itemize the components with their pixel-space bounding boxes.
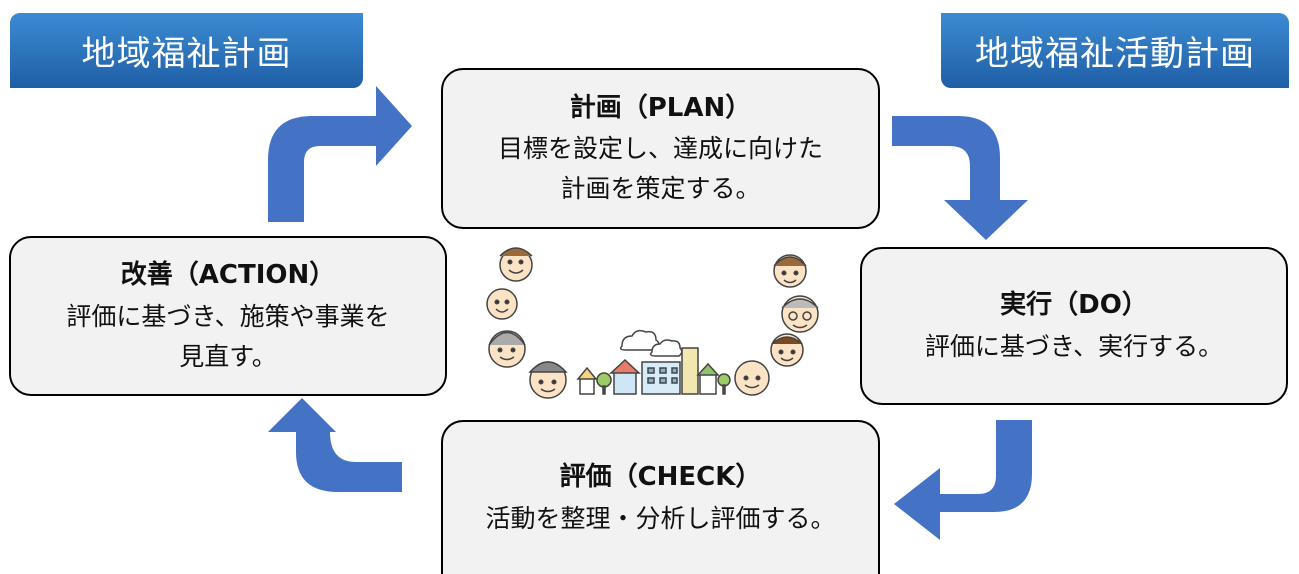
do-text-line: 評価に基づき、実行する。 — [924, 331, 1224, 361]
face-icon — [781, 295, 819, 333]
do-title: 実行（DO） — [1000, 290, 1148, 321]
community-illustration — [486, 247, 819, 399]
arrow-plan-to-do — [892, 116, 1028, 240]
check-title: 評価（CHECK） — [559, 462, 762, 493]
label-community-welfare-plan: 地域福祉計画 — [10, 13, 363, 88]
action-box: 改善（ACTION） 評価に基づき、施策や事業を 見直す。 — [9, 236, 447, 396]
plan-text-line: 目標を設定し、達成に向けた — [497, 134, 823, 164]
plan-box: 計画（PLAN） 目標を設定し、達成に向けた 計画を策定する。 — [441, 68, 880, 229]
plan-text-line: 計画を策定する。 — [560, 174, 761, 204]
face-icon — [734, 360, 770, 396]
action-text-line: 評価に基づき、施策や事業を — [66, 301, 390, 331]
action-title: 改善（ACTION） — [120, 260, 336, 291]
cloud-icon — [649, 339, 683, 357]
plan-title: 計画（PLAN） — [569, 92, 752, 123]
arrow-action-to-plan — [268, 86, 412, 222]
face-icon — [528, 361, 568, 399]
face-icon — [770, 333, 804, 367]
check-text-line: 活動を整理・分析し評価する。 — [485, 503, 836, 533]
cloud-icon — [619, 329, 660, 351]
arrow-do-to-check — [894, 420, 1032, 540]
face-icon — [488, 330, 526, 368]
check-box: 評価（CHECK） 活動を整理・分析し評価する。 — [441, 420, 880, 574]
action-text-line: 見直す。 — [179, 341, 277, 371]
arrow-check-to-action — [268, 398, 402, 492]
do-box: 実行（DO） 評価に基づき、実行する。 — [860, 247, 1288, 405]
label-community-welfare-activity-plan: 地域福祉活動計画 — [941, 13, 1289, 88]
face-icon — [773, 254, 807, 288]
face-icon — [486, 288, 518, 320]
face-icon — [499, 247, 533, 282]
town-icon — [576, 347, 731, 395]
